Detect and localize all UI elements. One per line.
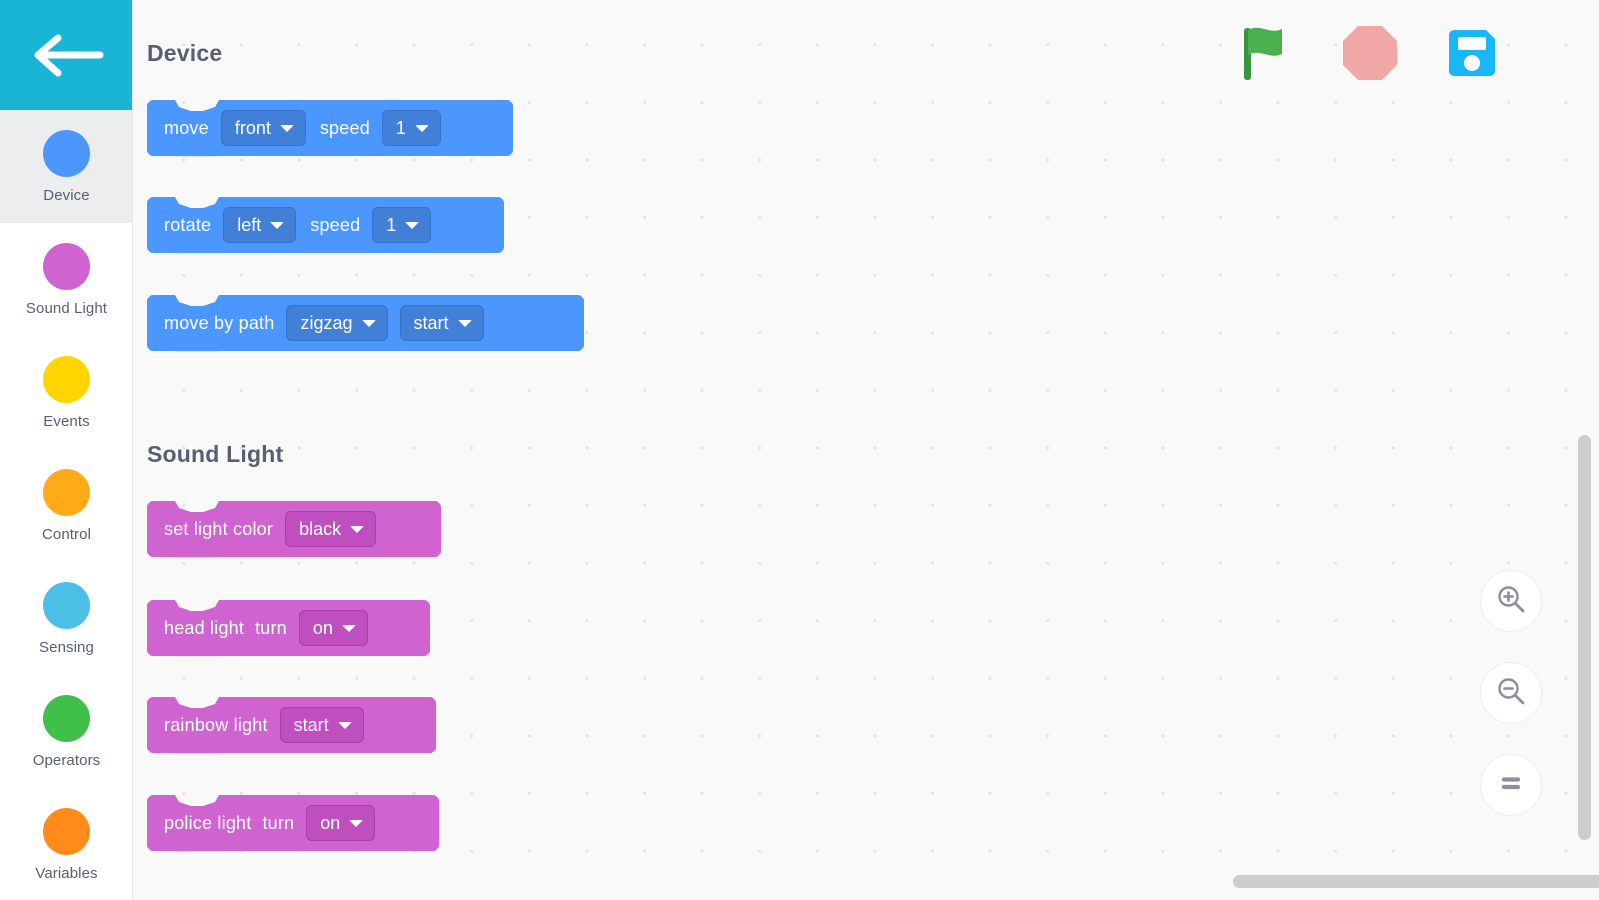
block-label: rotate bbox=[164, 214, 212, 235]
vertical-scrollbar[interactable] bbox=[1578, 435, 1591, 840]
stop-button[interactable] bbox=[1339, 24, 1401, 86]
chevron-down-icon bbox=[270, 222, 284, 229]
block-label: rainbow light bbox=[164, 714, 268, 735]
category-color-dot-sound-light bbox=[43, 242, 90, 290]
save-button[interactable] bbox=[1441, 24, 1503, 86]
sidebar-item-variables[interactable]: Variables bbox=[0, 788, 132, 900]
block-label: set light color bbox=[164, 518, 274, 539]
chevron-down-icon bbox=[350, 526, 364, 533]
dropdown-value: front bbox=[234, 117, 271, 138]
block-police-light[interactable]: police light turn on bbox=[147, 795, 439, 851]
block-label: turn bbox=[255, 617, 287, 638]
horizontal-scrollbar[interactable] bbox=[1233, 875, 1599, 888]
dropdown-rotate-speed[interactable]: 1 bbox=[372, 207, 431, 243]
block-label: move by path bbox=[164, 312, 275, 333]
block-label: speed bbox=[319, 117, 370, 138]
dropdown-head-light-state[interactable]: on bbox=[299, 610, 368, 646]
sidebar-item-control[interactable]: Control bbox=[0, 449, 132, 562]
dropdown-value: 1 bbox=[395, 117, 406, 138]
category-list: Device Sound Light Events Control Sensin… bbox=[0, 110, 132, 900]
chevron-down-icon bbox=[280, 125, 294, 132]
category-sidebar: Device Sound Light Events Control Sensin… bbox=[0, 0, 133, 900]
chevron-down-icon bbox=[349, 820, 363, 827]
sidebar-item-sensing[interactable]: Sensing bbox=[0, 562, 132, 675]
green-flag-icon bbox=[1240, 24, 1296, 87]
category-color-dot-operators bbox=[43, 694, 90, 742]
sidebar-item-sound-light[interactable]: Sound Light bbox=[0, 223, 132, 336]
chevron-down-icon bbox=[362, 320, 376, 327]
block-set-light-color[interactable]: set light color black bbox=[147, 501, 441, 557]
dropdown-value: 1 bbox=[386, 214, 397, 235]
chevron-down-icon bbox=[415, 125, 429, 132]
dropdown-value: start bbox=[413, 312, 449, 333]
save-icon bbox=[1443, 24, 1501, 87]
sidebar-item-operators[interactable]: Operators bbox=[0, 675, 132, 788]
dropdown-move-speed[interactable]: 1 bbox=[382, 110, 441, 146]
category-color-dot-device bbox=[43, 129, 90, 177]
block-label: move bbox=[164, 117, 209, 138]
arrow-left-icon bbox=[30, 32, 104, 78]
zoom-out-icon bbox=[1495, 675, 1527, 712]
chevron-down-icon bbox=[458, 320, 472, 327]
dropdown-value: on bbox=[312, 617, 333, 638]
dropdown-value: on bbox=[320, 812, 341, 833]
chevron-down-icon bbox=[342, 625, 356, 632]
section-header-sound-light: Sound Light bbox=[147, 441, 284, 467]
zoom-controls bbox=[1480, 570, 1542, 816]
block-palette-workspace[interactable]: Device move front speed 1 rotate left sp… bbox=[133, 0, 1599, 900]
sidebar-item-label: Control bbox=[41, 525, 92, 543]
block-label: head light bbox=[164, 617, 245, 638]
equals-icon bbox=[1495, 767, 1527, 804]
sidebar-item-label: Device bbox=[43, 186, 90, 204]
block-head-light[interactable]: head light turn on bbox=[147, 600, 430, 656]
category-color-dot-variables bbox=[43, 807, 90, 855]
block-move[interactable]: move front speed 1 bbox=[147, 100, 513, 156]
chevron-down-icon bbox=[405, 222, 419, 229]
dropdown-value: zigzag bbox=[300, 312, 353, 333]
dropdown-rotate-direction[interactable]: left bbox=[223, 207, 296, 243]
dropdown-path-type[interactable]: zigzag bbox=[286, 305, 387, 341]
block-rainbow-light[interactable]: rainbow light start bbox=[147, 697, 436, 753]
category-color-dot-events bbox=[43, 355, 90, 403]
zoom-reset-button[interactable] bbox=[1480, 754, 1542, 816]
block-label: police light bbox=[164, 812, 252, 833]
block-label: speed bbox=[310, 214, 361, 235]
stop-octagon-icon bbox=[1341, 24, 1399, 87]
run-button[interactable] bbox=[1237, 24, 1299, 86]
sidebar-item-label: Sensing bbox=[39, 638, 94, 656]
dropdown-value: start bbox=[293, 714, 329, 735]
chevron-down-icon bbox=[338, 722, 352, 729]
sidebar-item-label: Events bbox=[43, 412, 90, 430]
zoom-in-button[interactable] bbox=[1480, 570, 1542, 632]
dropdown-light-color[interactable]: black bbox=[285, 511, 376, 547]
sidebar-item-events[interactable]: Events bbox=[0, 336, 132, 449]
back-button[interactable] bbox=[0, 0, 132, 110]
category-color-dot-sensing bbox=[43, 581, 90, 629]
dropdown-move-direction[interactable]: front bbox=[221, 110, 306, 146]
sidebar-item-label: Sound Light bbox=[25, 299, 108, 317]
dropdown-value: black bbox=[299, 518, 342, 539]
dropdown-rainbow-light-state[interactable]: start bbox=[280, 707, 364, 743]
project-toolbar bbox=[1237, 24, 1503, 86]
block-label: turn bbox=[262, 812, 295, 833]
dropdown-value: left bbox=[237, 214, 262, 235]
zoom-in-icon bbox=[1495, 583, 1527, 620]
section-header-device: Device bbox=[147, 40, 223, 66]
sidebar-item-device[interactable]: Device bbox=[0, 110, 132, 223]
block-move-by-path[interactable]: move by path zigzag start bbox=[147, 295, 584, 351]
dropdown-path-action[interactable]: start bbox=[400, 305, 484, 341]
dropdown-police-light-state[interactable]: on bbox=[306, 805, 375, 841]
sidebar-item-label: Operators bbox=[32, 751, 101, 769]
block-rotate[interactable]: rotate left speed 1 bbox=[147, 197, 504, 253]
category-color-dot-control bbox=[43, 468, 90, 516]
zoom-out-button[interactable] bbox=[1480, 662, 1542, 724]
sidebar-item-label: Variables bbox=[35, 864, 98, 882]
